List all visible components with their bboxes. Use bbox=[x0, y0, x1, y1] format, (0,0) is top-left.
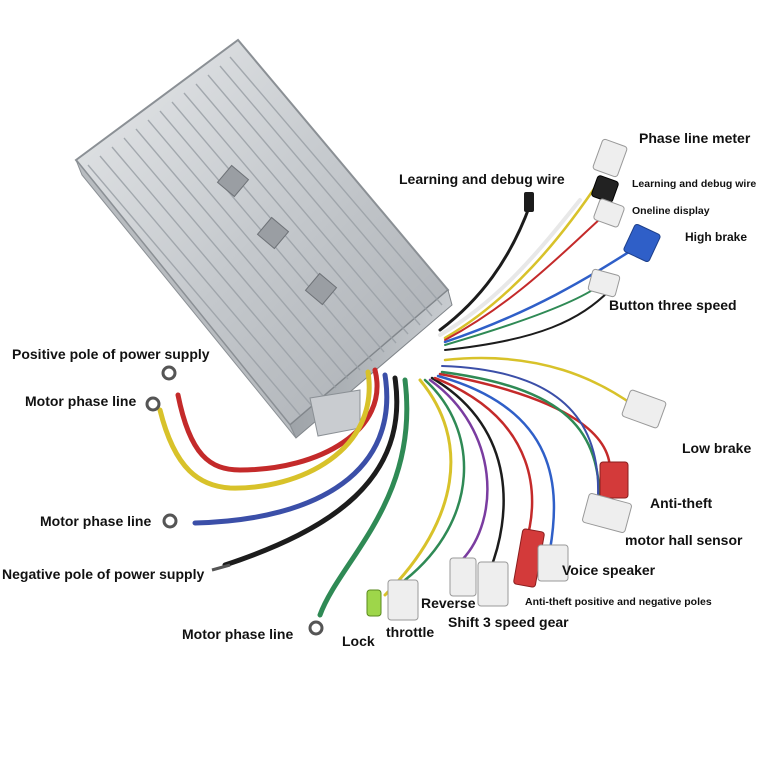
label-lock: Lock bbox=[342, 633, 375, 649]
label-learning-debug-wire-small: Learning and debug wire bbox=[632, 178, 757, 190]
label-throttle: throttle bbox=[386, 624, 435, 640]
label-anti-theft-poles: Anti-theft positive and negative poles bbox=[525, 596, 712, 608]
label-button-three-speed: Button three speed bbox=[609, 297, 737, 313]
label-motor-phase-line-1: Motor phase line bbox=[25, 393, 137, 409]
label-learning-debug-wire-main: Learning and debug wire bbox=[399, 171, 565, 187]
lower-connectors bbox=[366, 389, 667, 621]
label-shift-3-speed-gear: Shift 3 speed gear bbox=[448, 614, 569, 630]
controller-body bbox=[74, 38, 453, 439]
upper-connectors bbox=[524, 138, 661, 298]
label-oneline-display: Oneline display bbox=[632, 205, 710, 217]
label-positive-pole-power: Positive pole of power supply bbox=[12, 346, 210, 362]
lower-wire-harness bbox=[157, 356, 642, 618]
label-low-brake: Low brake bbox=[682, 440, 752, 456]
label-motor-phase-line-3: Motor phase line bbox=[182, 626, 294, 642]
ring-terminals bbox=[145, 365, 324, 636]
label-phase-line-meter: Phase line meter bbox=[639, 130, 751, 146]
label-high-brake: High brake bbox=[685, 230, 748, 244]
label-anti-theft: Anti-theft bbox=[650, 495, 713, 511]
label-negative-pole-power: Negative pole of power supply bbox=[2, 566, 205, 582]
label-motor-phase-line-2: Motor phase line bbox=[40, 513, 152, 529]
label-reverse: Reverse bbox=[421, 595, 476, 611]
label-voice-speaker: Voice speaker bbox=[562, 562, 656, 578]
label-motor-hall-sensor: motor hall sensor bbox=[625, 532, 743, 548]
